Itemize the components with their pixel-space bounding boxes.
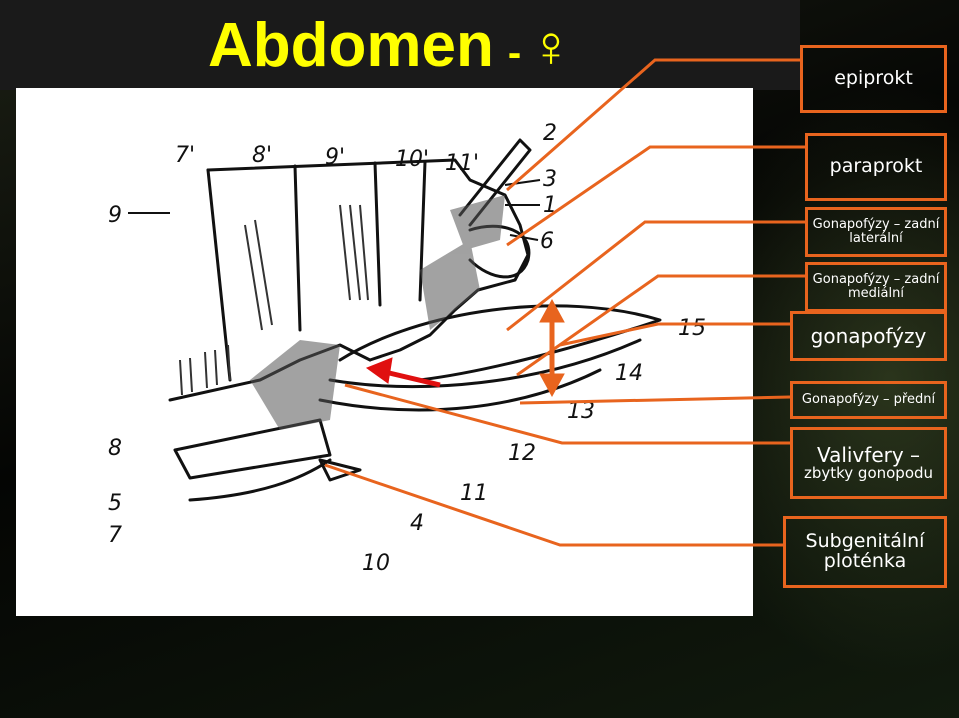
label-text: ploténka (824, 552, 906, 572)
stippled-region (250, 340, 340, 430)
label-text: mediální (848, 287, 904, 301)
label-gonapofyzy-zadni-medialni: Gonapofýzy – zadní mediální (805, 262, 947, 312)
segment-label: 7' (175, 143, 195, 168)
label-text: Gonapofýzy – zadní (813, 273, 940, 287)
segment-line (375, 163, 380, 305)
segment-label: 10' (395, 147, 429, 172)
label-epiprokt: epiprokt (800, 45, 947, 113)
number-label: 4 (410, 511, 424, 536)
stippled-region (450, 195, 505, 250)
label-gonapofyzy-zadni-lateralni: Gonapofýzy – zadní laterální (805, 207, 947, 257)
number-label: 9 (108, 203, 122, 228)
number-label: 12 (508, 441, 536, 466)
label-gonapofyzy: gonapofýzy (790, 311, 947, 361)
callout-line-predni (520, 397, 790, 403)
label-text: gonapofýzy (811, 326, 927, 347)
segment-line (208, 170, 230, 380)
number-label: 7 (108, 523, 122, 548)
label-text: laterální (849, 232, 902, 246)
segment-label: 11' (445, 151, 479, 176)
segment-label: 9' (325, 145, 345, 170)
number-label: 8 (108, 436, 122, 461)
label-text: Gonapofýzy – zadní (813, 218, 940, 232)
segment-line (295, 166, 300, 330)
number-label: 10 (362, 551, 390, 576)
label-valvifery: Valivfery – zbytky gonopodu (790, 427, 947, 499)
number-label: 14 (615, 361, 643, 386)
label-text: epiprokt (834, 69, 913, 89)
leader-tick (505, 180, 540, 185)
label-text: Subgenitální (806, 532, 925, 552)
callout-line-subgenital (325, 465, 783, 545)
segment-label: 8' (252, 143, 272, 168)
number-label: 3 (543, 167, 557, 192)
number-label: 2 (543, 121, 557, 146)
label-subgenitalni-plotenka: Subgenitální ploténka (783, 516, 947, 588)
label-gonapofyzy-predni: Gonapofýzy – přední (790, 381, 947, 419)
subgenital-plate (175, 420, 330, 478)
label-paraprokt: paraprokt (805, 133, 947, 201)
number-label: 6 (540, 229, 554, 254)
number-label: 11 (460, 481, 488, 506)
ovipositor-mid (330, 340, 640, 387)
label-text: paraprokt (830, 157, 923, 177)
label-text: zbytky gonopodu (804, 466, 933, 482)
number-label: 5 (108, 491, 122, 516)
label-text: Gonapofýzy – přední (802, 393, 935, 407)
red-arrow-head-icon (367, 358, 392, 383)
label-text: Valivfery – (817, 445, 920, 466)
arrow-head-up-icon (540, 300, 564, 322)
number-label: 15 (678, 316, 706, 341)
